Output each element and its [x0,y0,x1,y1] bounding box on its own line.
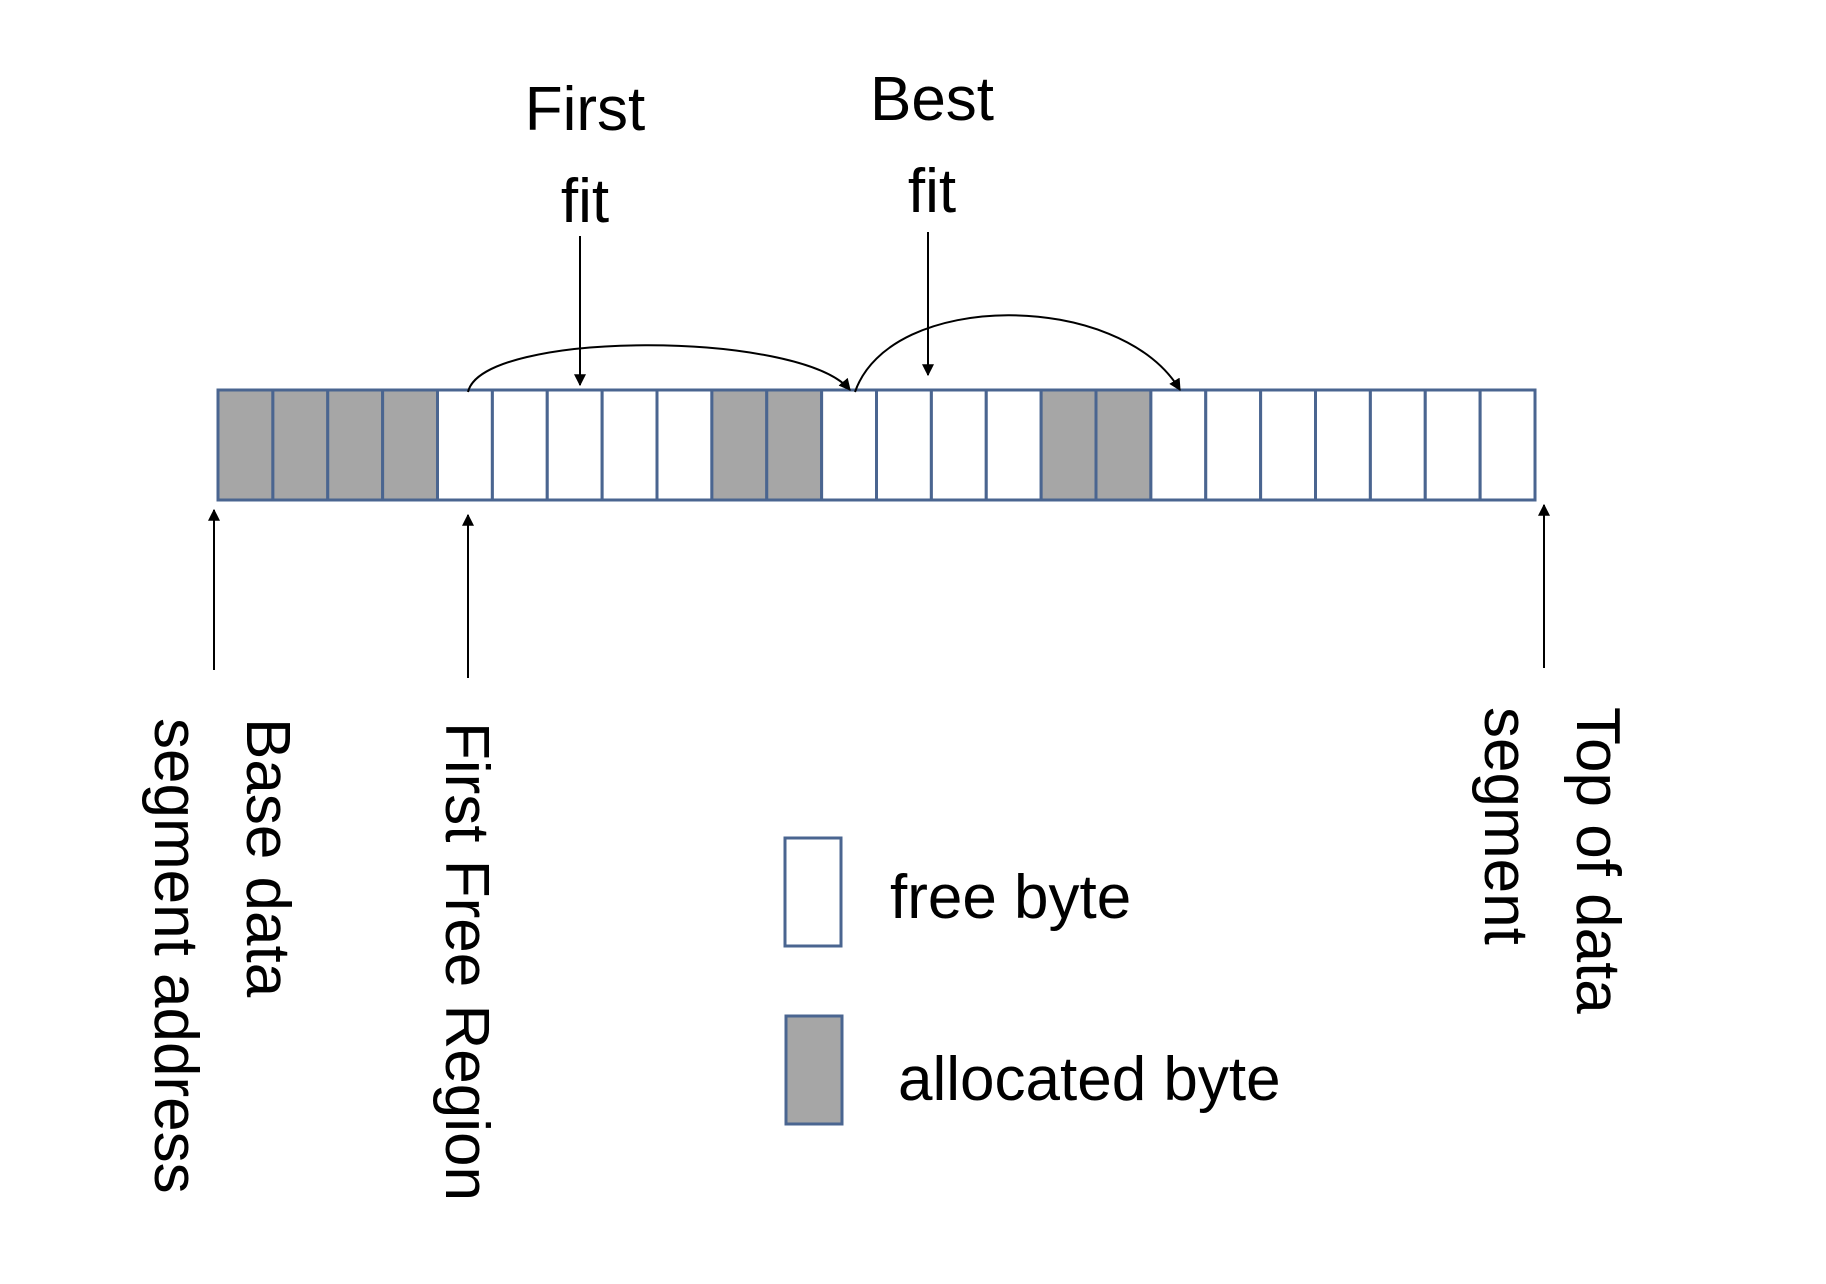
free-byte-cell [1149,388,1208,502]
free-byte-cell [1259,388,1318,502]
first-fit-label-line2: fit [561,167,609,236]
free-byte-cell [875,388,933,502]
free-byte-cell [820,388,879,502]
best-fit-label-line1: Best [870,65,994,134]
top-of-segment-label-line2: segment [1471,707,1540,945]
free-list-link-arrow-2 [854,314,1181,393]
allocated-byte-cell [381,388,440,502]
free-byte-cell [490,388,549,502]
allocated-byte-cell [1094,388,1153,502]
allocated-byte-cell [271,388,330,502]
allocated-byte-cell [326,388,385,502]
free-byte-cell [1368,388,1427,502]
free-byte-cell [1478,388,1537,502]
free-byte-cell [1204,388,1263,502]
best-fit-label-line2: fit [908,157,956,226]
free-byte-cell [600,388,659,502]
first-free-region-label: First Free Region [432,722,501,1201]
free-byte-cell [984,388,1043,502]
base-address-label-line1: Base data [233,718,302,998]
top-of-segment-label-line1: Top of data [1563,707,1632,1014]
free-byte-cell [545,388,604,502]
free-byte-cell [929,388,988,502]
legend-free-swatch [783,836,843,948]
allocated-byte-cell [765,388,824,502]
free-byte-cell [436,388,494,502]
allocated-byte-cell [216,388,275,502]
allocated-byte-cell [1039,388,1098,502]
legend-free-label: free byte [890,863,1131,932]
base-address-label-line2: segment address [141,718,210,1194]
free-byte-cell [1423,388,1482,502]
free-list-link-arrow-1 [467,344,851,393]
legend-allocated-swatch [784,1014,844,1126]
free-byte-cell [655,388,714,502]
memory-bar [216,388,1537,502]
free-byte-cell [1314,388,1372,502]
first-fit-label-line1: First [525,75,646,144]
allocated-byte-cell [710,388,769,502]
legend-allocated-label: allocated byte [898,1045,1281,1114]
